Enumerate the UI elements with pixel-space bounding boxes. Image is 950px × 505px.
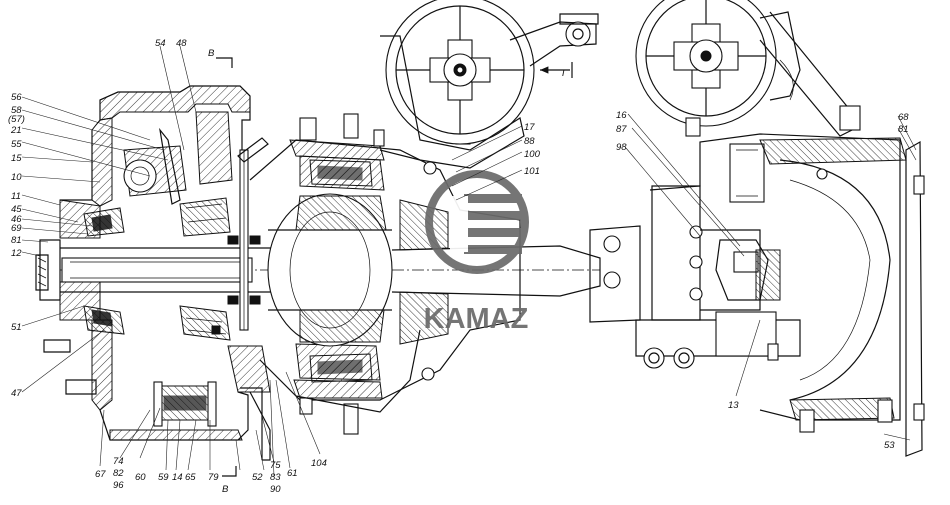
- right-knuckle: [589, 0, 925, 457]
- callout-48: 48: [176, 38, 187, 49]
- section-marks: В В Г: [208, 48, 573, 495]
- callout-67: 67: [95, 469, 106, 480]
- callout-104: 104: [311, 458, 327, 469]
- callout-79: 79: [208, 472, 219, 483]
- section-mark-g: Г: [562, 68, 568, 79]
- callout-11: 11: [11, 191, 21, 202]
- callout-58: 58: [11, 105, 22, 116]
- callout-81-right: 81: [898, 124, 909, 135]
- callout-15: 15: [11, 153, 22, 164]
- callout-65: 65: [185, 472, 196, 483]
- callout-54: 54: [155, 38, 166, 49]
- callout-14: 14: [172, 472, 183, 483]
- callout-69: 69: [11, 223, 22, 234]
- callout-59: 59: [158, 472, 169, 483]
- centre-housing: [249, 113, 601, 435]
- callout-101: 101: [524, 166, 540, 177]
- callout-16: 16: [616, 110, 627, 121]
- upper-pulley-middle: [379, 0, 599, 169]
- callout-55: 55: [11, 139, 22, 150]
- callout-labels: 54 48 56 58 (57) 21 55 15 10 11 45 46 69…: [8, 38, 909, 495]
- hub-assembly: [35, 85, 300, 461]
- callout-88: 88: [524, 136, 535, 147]
- callout-82: 82: [113, 468, 124, 479]
- callout-75: 75: [270, 460, 281, 471]
- callout-17: 17: [524, 122, 535, 133]
- callout-68: 68: [898, 112, 909, 123]
- kamaz-logo: KAMAZ: [424, 170, 529, 335]
- callout-87: 87: [616, 124, 627, 135]
- callout-47: 47: [11, 388, 22, 399]
- callout-96: 96: [113, 480, 124, 491]
- callout-60: 60: [135, 472, 146, 483]
- callout-74: 74: [113, 456, 124, 467]
- callout-61: 61: [287, 468, 298, 479]
- callout-51: 51: [11, 322, 22, 333]
- callout-57: (57): [8, 114, 25, 125]
- callout-13: 13: [728, 400, 739, 411]
- callout-12: 12: [11, 248, 22, 259]
- callout-83: 83: [270, 472, 281, 483]
- callout-56: 56: [11, 92, 22, 103]
- callout-53: 53: [884, 440, 895, 451]
- kamaz-logo-text: KAMAZ: [424, 303, 529, 335]
- leader-lines: [21, 45, 917, 477]
- callout-46: 46: [11, 214, 22, 225]
- callout-45: 45: [11, 204, 22, 215]
- callout-100: 100: [524, 149, 541, 160]
- callout-90: 90: [270, 484, 281, 495]
- callout-52: 52: [252, 472, 263, 483]
- callout-21: 21: [10, 125, 22, 136]
- section-mark-top-v: В: [208, 48, 215, 59]
- callout-98: 98: [616, 142, 627, 153]
- callout-81-left: 81: [11, 235, 22, 246]
- callout-10: 10: [11, 172, 22, 183]
- section-mark-bottom-v: В: [222, 484, 229, 495]
